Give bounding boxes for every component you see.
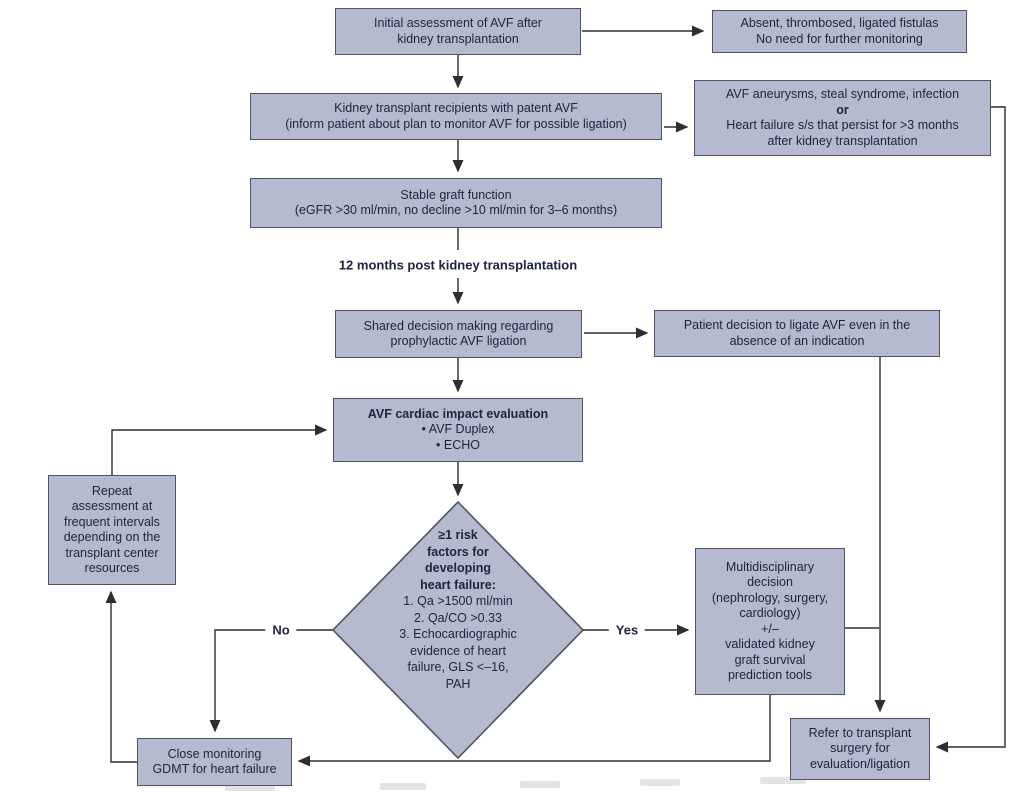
text-line: depending on the (63, 530, 161, 544)
text-line: evaluation/ligation (809, 756, 911, 771)
text-line: AVF aneurysms, steal syndrome, infection (725, 87, 960, 101)
node-close-monitoring: Close monitoring GDMT for heart failure (137, 738, 292, 786)
text-line: transplant center (65, 545, 159, 560)
risk-factors-diamond-shape (331, 500, 585, 760)
text-line: Multidisciplinary (725, 559, 815, 574)
text-line: validated kidney (725, 637, 815, 651)
node-stable-graft: Stable graft function (eGFR >30 ml/min, … (250, 178, 662, 228)
text-line: (inform patient about plan to monitor AV… (285, 116, 627, 131)
node-shared-decision: Shared decision making regarding prophyl… (335, 310, 582, 358)
watermark-fragment (520, 781, 560, 788)
text-line: ≥1 risk (438, 528, 478, 542)
node-refer-surgery: Refer to transplant surgery for evaluati… (790, 718, 930, 780)
no-label: No (265, 622, 297, 638)
text-line: prophylactic AVF ligation (390, 334, 527, 348)
node-cardiac-evaluation: AVF cardiac impact evaluation • AVF Dupl… (333, 398, 583, 462)
text-line: surgery for (830, 741, 890, 756)
text-line: heart failure: (420, 577, 496, 592)
text-line: frequent intervals (64, 514, 160, 529)
text-line: absence of an indication (729, 333, 865, 348)
edge-no-path (209, 629, 333, 733)
edge-complications-to-refer (935, 106, 1006, 753)
text-line: No need for further monitoring (756, 31, 923, 46)
node-patient-decision: Patient decision to ligate AVF even in t… (654, 310, 940, 357)
text-line: Absent, thrombosed, ligated fistulas (740, 16, 939, 30)
node-recipients-patent-avf: Kidney transplant recipients with patent… (250, 93, 662, 140)
text-line: 2. Qa/CO >0.33 (414, 610, 502, 625)
text-line: (eGFR >30 ml/min, no decline >10 ml/min … (294, 203, 618, 217)
text-line: (nephrology, surgery, (711, 590, 829, 605)
text-line: failure, GLS <–16, (407, 660, 509, 674)
text-line: cardiology) (739, 606, 801, 620)
text-line: assessment at (71, 499, 153, 513)
text-line: decision (747, 575, 793, 589)
text-line: +/– (761, 621, 779, 636)
risk-factors-diamond-text: ≥1 risk factors for developing heart fai… (358, 527, 558, 692)
text-line: • AVF Duplex (421, 422, 495, 437)
edge-close-to-repeat (105, 590, 137, 763)
node-avf-complications: AVF aneurysms, steal syndrome, infection… (694, 80, 991, 156)
text-line: Repeat (91, 483, 133, 498)
node-multidisciplinary: Multidisciplinary decision (nephrology, … (695, 548, 845, 695)
watermark-fragment (760, 777, 806, 784)
watermark-fragment (640, 779, 680, 786)
text-line: prediction tools (727, 668, 813, 682)
yes-label: Yes (608, 622, 646, 638)
text-line: Shared decision making regarding (363, 318, 554, 333)
text-line: kidney transplantation (397, 31, 519, 46)
text-line: 3. Echocardiographic (399, 627, 517, 641)
text-line: after kidney transplantation (767, 133, 918, 148)
text-line: • ECHO (436, 437, 480, 452)
watermark-fragment (380, 783, 426, 790)
text-line: GDMT for heart failure (152, 762, 277, 776)
edge-multi-to-close (297, 695, 771, 767)
node-repeat-assessment: Repeat assessment at frequent intervals … (48, 475, 176, 585)
text-line: Refer to transplant (808, 725, 912, 740)
text-line: developing (425, 561, 491, 575)
text-line: Initial assessment of AVF after (374, 16, 542, 30)
text-line: Heart failure s/s that persist for >3 mo… (726, 118, 959, 132)
node-initial-assessment: Initial assessment of AVF after kidney t… (335, 8, 581, 55)
node-absent-fistulas: Absent, thrombosed, ligated fistulas No … (712, 10, 967, 53)
text-line: Close monitoring (167, 746, 262, 761)
text-line: PAH (445, 676, 471, 691)
watermark-fragment (225, 784, 275, 791)
text-line: factors for (427, 544, 489, 559)
text-line: graft survival (734, 652, 806, 667)
text-line: Patient decision to ligate AVF even in t… (683, 318, 911, 332)
text-line: 1. Qa >1500 ml/min (403, 594, 513, 608)
text-line: or (836, 102, 849, 117)
text-line: resources (84, 561, 140, 575)
twelve-months-label: 12 months post kidney transplantation (338, 257, 578, 273)
text-line: AVF cardiac impact evaluation (367, 406, 549, 421)
text-line: Kidney transplant recipients with patent… (334, 101, 578, 115)
text-line: Stable graft function (400, 187, 512, 202)
text-line: evidence of heart (410, 643, 506, 658)
edge-repeat-to-cardiac (111, 424, 328, 475)
